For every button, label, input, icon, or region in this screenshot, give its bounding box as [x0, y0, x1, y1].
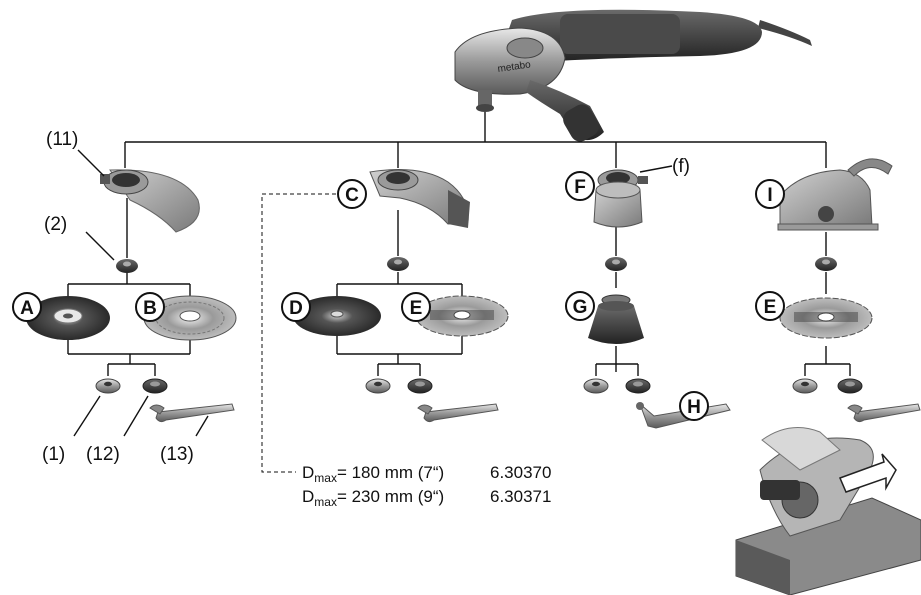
grinding-disc-a-image: [26, 296, 110, 340]
label-h: H: [679, 391, 709, 421]
label-i: I: [755, 179, 785, 209]
flap-disc-b-image: [143, 295, 237, 341]
cutting-disc-d-image: [293, 296, 381, 336]
diameter-spec: Dmax= 180 mm (7“)6.30370 Dmax= 230 mm (9…: [302, 463, 551, 509]
cutting-guard-slide-image: [777, 158, 893, 231]
quick-nut-image: [407, 378, 433, 394]
svg-text:F: F: [574, 177, 586, 198]
label-g: G: [565, 291, 595, 321]
two-pin-wrench-image: [417, 403, 499, 423]
svg-text:A: A: [20, 298, 34, 319]
clamping-nut-image: [792, 378, 818, 394]
label-e-2: E: [755, 291, 785, 321]
cutting-guard-image: [369, 169, 470, 228]
clamping-nut-image: [95, 378, 121, 394]
svg-text:H: H: [687, 397, 701, 418]
label-c: C: [337, 179, 367, 209]
label-f: F: [565, 171, 595, 201]
column-3: (f) F G: [565, 156, 731, 429]
angle-grinder-image: metabo: [454, 9, 812, 142]
column-4: I E: [735, 158, 921, 595]
callout-11: (11): [46, 129, 78, 150]
svg-text:E: E: [410, 298, 423, 319]
support-flange-image: [116, 259, 138, 273]
cup-wheel-g-image: [588, 294, 644, 344]
callout-2: (2): [44, 214, 67, 235]
svg-text:G: G: [573, 297, 588, 318]
label-a: A: [12, 292, 42, 322]
quick-nut-image: [625, 378, 651, 394]
label-d: D: [281, 292, 311, 322]
tree-connectors: [67, 112, 851, 473]
label-e: E: [401, 292, 431, 322]
brand-logo: metabo: [497, 59, 532, 75]
two-pin-wrench-image: [847, 403, 921, 423]
diamond-blade-e-image: [415, 295, 509, 337]
quick-nut-image: [142, 378, 168, 394]
spec-line-2: Dmax= 230 mm (9“)6.30371: [302, 487, 551, 509]
callout-13: (13): [160, 444, 194, 465]
svg-text:C: C: [345, 185, 359, 206]
support-flange-image: [815, 257, 837, 271]
label-b: B: [135, 292, 165, 322]
diamond-blade-e-image: [779, 297, 873, 339]
svg-text:E: E: [764, 297, 777, 318]
quick-nut-image: [837, 378, 863, 394]
support-flange-image: [387, 257, 409, 271]
wheel-guard-image: [100, 169, 200, 233]
callout-12: (12): [86, 444, 120, 465]
spec-line-1: Dmax= 180 mm (7“)6.30370: [302, 463, 551, 485]
svg-text:I: I: [767, 185, 772, 206]
column-1: (11) (2): [12, 129, 237, 465]
callout-f: (f): [672, 156, 690, 177]
callout-1: (1): [42, 444, 65, 465]
clamping-nut-image: [365, 378, 391, 394]
svg-text:B: B: [143, 298, 157, 319]
svg-text:D: D: [289, 298, 303, 319]
cup-wheel-guard-image: [593, 169, 648, 228]
clamping-nut-image: [583, 378, 609, 394]
support-flange-image: [605, 257, 627, 271]
two-pin-wrench-image: [149, 403, 235, 423]
cutting-usage-image: [735, 427, 921, 595]
column-2: C D E: [281, 169, 509, 423]
